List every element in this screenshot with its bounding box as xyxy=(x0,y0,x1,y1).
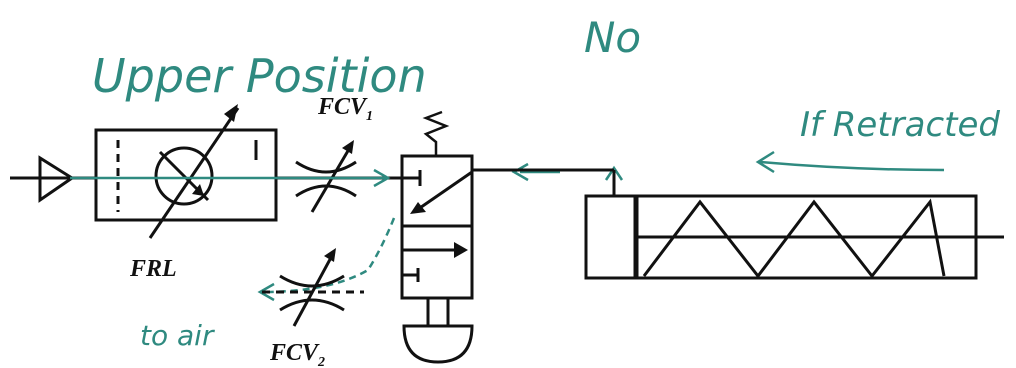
fcv1-label: FCV1 xyxy=(317,94,373,124)
frl-label: FRL xyxy=(129,256,177,282)
flow-arrows xyxy=(70,150,945,302)
annotation-title: Upper Position xyxy=(92,49,427,103)
annotation-exhaust: to air xyxy=(140,319,215,352)
flow-control-valve-2 xyxy=(262,248,364,327)
annotation-answer: No xyxy=(584,13,641,62)
fcv2-label: FCV2 xyxy=(269,340,325,368)
annotation-condition: If Retracted xyxy=(800,105,1000,145)
compressor-source-icon xyxy=(38,155,75,203)
directional-control-valve xyxy=(400,110,616,300)
flow-control-valve-1 xyxy=(295,140,357,213)
spring-return-cylinder xyxy=(584,194,1004,280)
frl-unit xyxy=(94,104,278,239)
push-button-actuator xyxy=(402,298,474,364)
